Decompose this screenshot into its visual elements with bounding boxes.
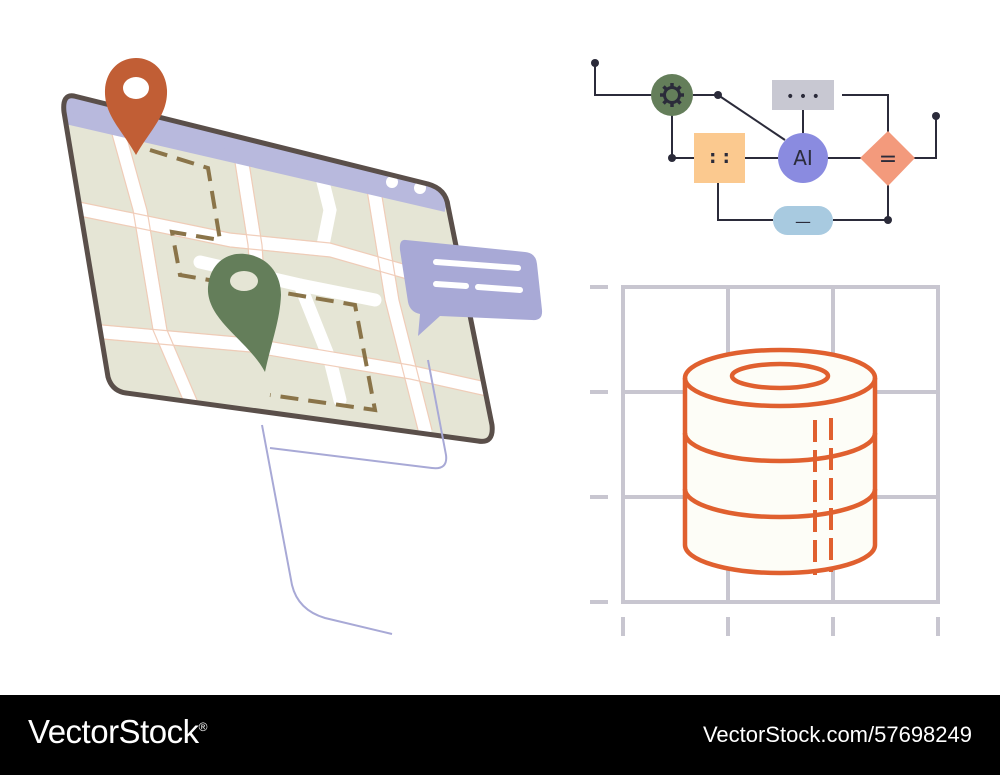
ai-flow-diagram: • • • : : AI = — — [591, 59, 940, 235]
flow-node-ai: AI — [778, 133, 828, 183]
ai-label: AI — [793, 146, 813, 170]
flow-node-dots: • • • — [772, 80, 834, 110]
flow-node-gear — [651, 74, 693, 116]
map-window — [61, 93, 495, 444]
illustration-svg: • • • : : AI = — — [61, 58, 940, 636]
flow-node-minus: — — [773, 206, 833, 235]
equals-label: = — [879, 147, 897, 172]
flow-node-grid: : : — [694, 133, 745, 183]
minus-label: — — [795, 212, 811, 231]
map-route — [149, 148, 378, 413]
chat-bubble-icon — [399, 239, 543, 336]
map-stand-lines — [261, 359, 448, 635]
gear-icon — [660, 83, 684, 107]
stock-id-link[interactable]: VectorStock.com/57698249 — [702, 722, 972, 747]
database-icon — [682, 347, 878, 576]
map-pin-green-icon — [207, 253, 281, 372]
window-dot-1 — [386, 176, 398, 188]
flow-node-equals: = — [860, 131, 915, 186]
brand-logo[interactable]: VectorStock® — [28, 713, 207, 751]
brand-name: VectorStock — [28, 713, 199, 750]
footer-bar: VectorStock® VectorStock.com/57698249 — [0, 695, 1000, 775]
flow-node-grid-label: : : — [709, 147, 730, 168]
registered-mark: ® — [198, 720, 208, 734]
flow-node-dots-label: • • • — [786, 89, 820, 105]
illustration-scene: • • • : : AI = — — [61, 58, 940, 636]
map-window-frame — [61, 93, 495, 444]
map-pin-orange-icon — [104, 58, 168, 155]
